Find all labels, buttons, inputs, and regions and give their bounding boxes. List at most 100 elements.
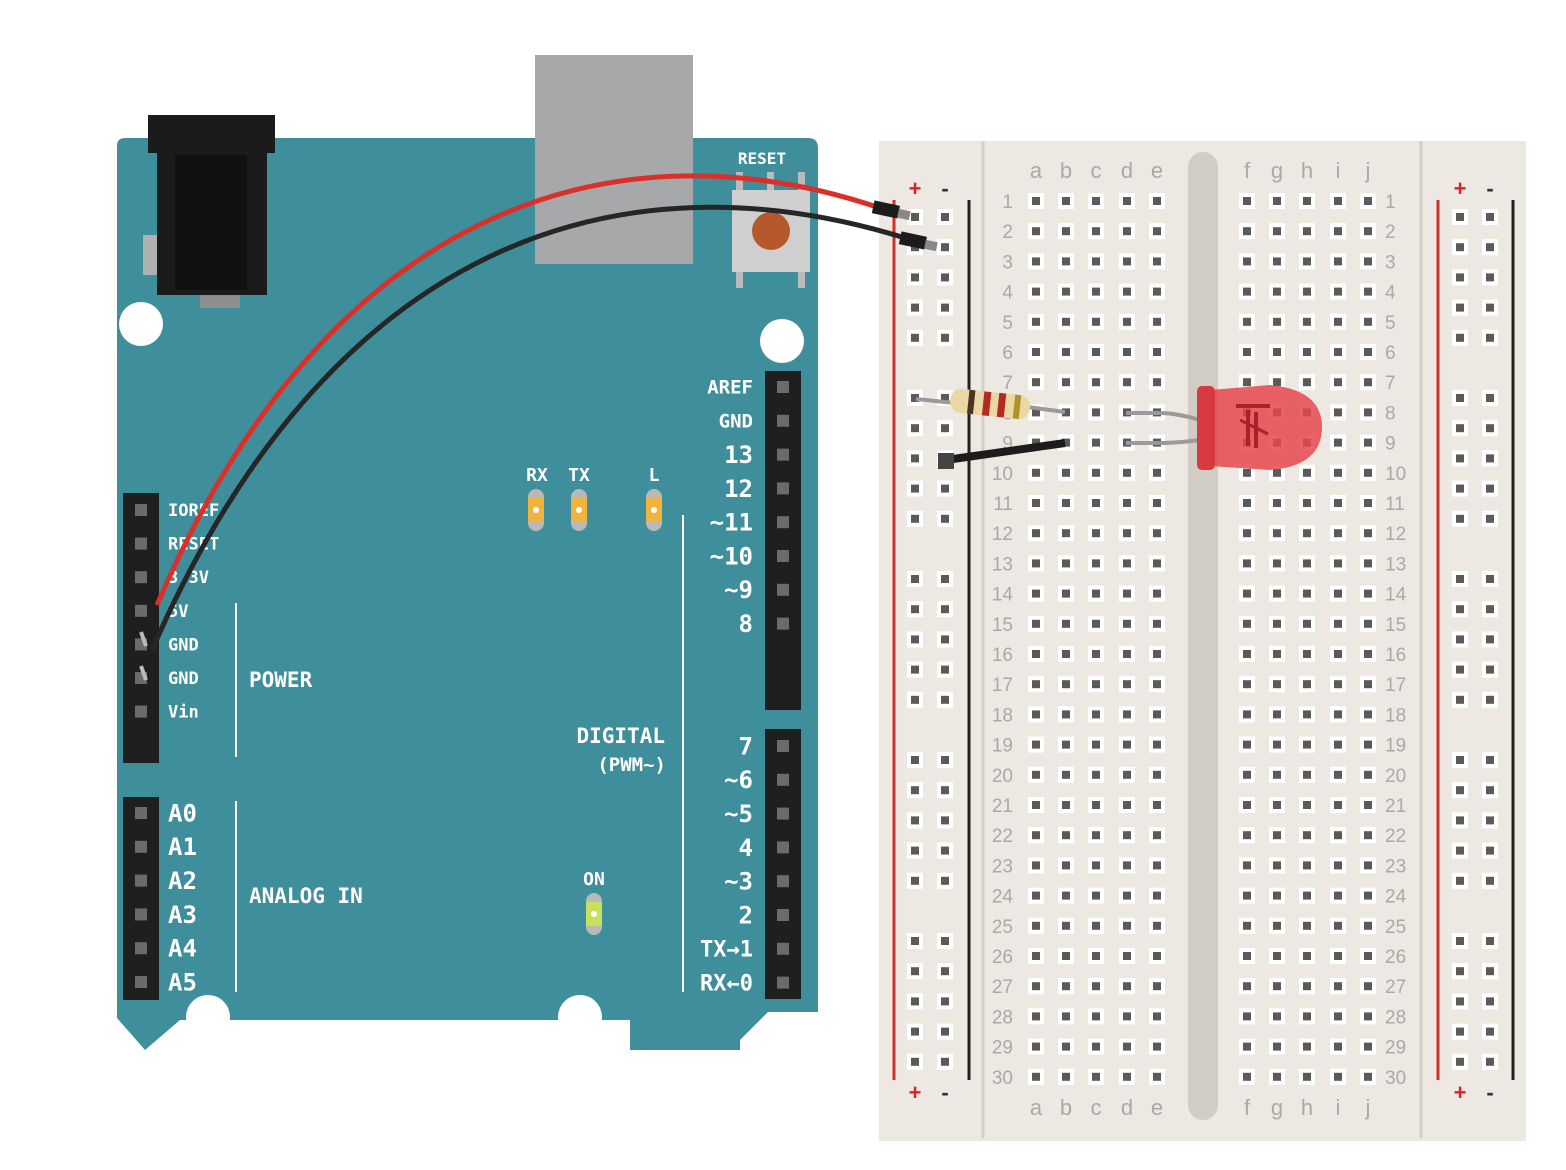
- breadboard-row-label: 28: [992, 1007, 1013, 1028]
- breadboard-row-label: 30: [992, 1068, 1013, 1089]
- resistor: [915, 388, 1066, 420]
- digital-pin-hole: [777, 448, 789, 461]
- power-pin-label: IOREF: [168, 501, 219, 521]
- breadboard-row-label: 25: [1385, 917, 1406, 938]
- breadboard-row-label: 9: [1002, 434, 1013, 455]
- breadboard-column-label: i: [1336, 1095, 1341, 1120]
- digital-pin-hole: [777, 583, 789, 596]
- analog-pin-label: A1: [168, 833, 197, 861]
- analog-pin-label: A3: [168, 901, 197, 929]
- digital-pin-label: 4: [739, 834, 753, 862]
- power-jack: [143, 115, 275, 308]
- breadboard-row-label: 19: [992, 736, 1013, 757]
- breadboard-row-label: 27: [992, 977, 1013, 998]
- breadboard-row-label: 6: [1385, 343, 1396, 364]
- breadboard-row-label: 21: [1385, 796, 1406, 817]
- breadboard-row-label: 27: [1385, 977, 1406, 998]
- arduino-board: RESET RX TX L ON IOREFRESET3.3V5VGNDGNDV…: [117, 55, 818, 1050]
- power-pin-hole: [135, 604, 147, 617]
- breadboard-row-label: 20: [992, 766, 1013, 787]
- mounting-hole: [760, 319, 804, 363]
- breadboard-row-label: 29: [1385, 1038, 1406, 1059]
- digital-pin-hole: [777, 773, 789, 786]
- power-pin-hole: [135, 571, 147, 584]
- breadboard-column-label: d: [1121, 1095, 1133, 1120]
- breadboard-row-label: 30: [1385, 1068, 1406, 1089]
- breadboard-row-label: 14: [992, 585, 1014, 606]
- left-rail-plus-bottom: +: [909, 1080, 922, 1105]
- breadboard-row-label: 4: [1385, 283, 1396, 304]
- breadboard-row-label: 7: [1002, 373, 1013, 394]
- right-rail-minus-top: -: [1486, 176, 1493, 201]
- breadboard-row-label: 25: [992, 917, 1013, 938]
- digital-pin-hole: [777, 617, 789, 630]
- red-led: [1126, 385, 1322, 470]
- led-label-rx: RX: [526, 465, 548, 486]
- analog-pin-hole: [135, 942, 147, 955]
- breadboard-column-label: f: [1244, 158, 1251, 183]
- breadboard-column-label: a: [1030, 1095, 1043, 1120]
- digital-pin-label: GND: [719, 410, 753, 432]
- digital-pin-hole: [777, 516, 789, 529]
- breadboard-column-label: a: [1030, 158, 1043, 183]
- breadboard-row-label: 2: [1385, 222, 1396, 243]
- left-rail-plus-top: +: [909, 176, 922, 201]
- power-pin-label: RESET: [168, 535, 219, 555]
- breadboard-row-label: 17: [1385, 675, 1406, 696]
- breadboard-row-label: 15: [1385, 615, 1406, 636]
- breadboard-row-label: 18: [992, 705, 1013, 726]
- digital-pin-label: ~10: [710, 542, 753, 570]
- breadboard-column-label: c: [1091, 1095, 1102, 1120]
- analog-pin-label: A5: [168, 968, 197, 996]
- breadboard-row-label: 6: [1002, 343, 1013, 364]
- mounting-hole: [558, 995, 602, 1039]
- breadboard-row-label: 11: [1385, 494, 1405, 515]
- reset-button-cap[interactable]: [752, 212, 790, 250]
- breadboard-row-label: 24: [1385, 887, 1407, 908]
- digital-header-label: DIGITAL: [576, 724, 665, 748]
- breadboard-row-label: 3: [1002, 252, 1013, 273]
- power-pin-hole: [135, 504, 147, 516]
- breadboard-row-label: 23: [992, 856, 1013, 877]
- digital-pin-hole: [777, 976, 789, 989]
- analog-pin-hole: [135, 874, 147, 887]
- breadboard-row-label: 12: [992, 524, 1013, 545]
- status-leds: RX TX L ON: [526, 465, 662, 935]
- breadboard-row-label: 24: [992, 887, 1014, 908]
- digital-pin-label: 13: [724, 441, 753, 469]
- digital-pin-label: ~3: [724, 868, 753, 896]
- right-rail-plus-bottom: +: [1454, 1080, 1467, 1105]
- breadboard-row-label: 18: [1385, 705, 1406, 726]
- led-label-l: L: [649, 465, 660, 486]
- digital-pin-hole: [777, 909, 789, 921]
- breadboard-column-label: j: [1365, 1095, 1371, 1120]
- left-rail-minus-top: -: [941, 176, 948, 201]
- breadboard-column-label: c: [1091, 158, 1102, 183]
- breadboard-row-label: 19: [1385, 736, 1406, 757]
- reset-label: RESET: [738, 149, 786, 168]
- breadboard-row-label: 16: [1385, 645, 1406, 666]
- breadboard-row-label: 5: [1002, 313, 1013, 334]
- digital-pin-hole: [777, 482, 789, 495]
- breadboard-column-label: i: [1336, 158, 1341, 183]
- digital-pin-hole: [777, 740, 789, 752]
- analog-pin-label: A2: [168, 867, 197, 895]
- digital-pin-label: 7: [739, 732, 753, 760]
- ground-jumper: [938, 439, 1066, 469]
- breadboard-row-label: 11: [993, 494, 1013, 515]
- analog-pin-hole: [135, 840, 147, 853]
- breadboard-row-label: 1: [1002, 192, 1013, 213]
- ground-wire: [139, 204, 938, 681]
- analog-pin-hole: [135, 908, 147, 921]
- breadboard-row-label: 2: [1002, 222, 1013, 243]
- breadboard-row-label: 20: [1385, 766, 1406, 787]
- breadboard-row-label: 17: [992, 675, 1013, 696]
- breadboard-row-label: 9: [1385, 434, 1396, 455]
- breadboard-row-label: 7: [1385, 373, 1396, 394]
- breadboard-row-label: 26: [1385, 947, 1406, 968]
